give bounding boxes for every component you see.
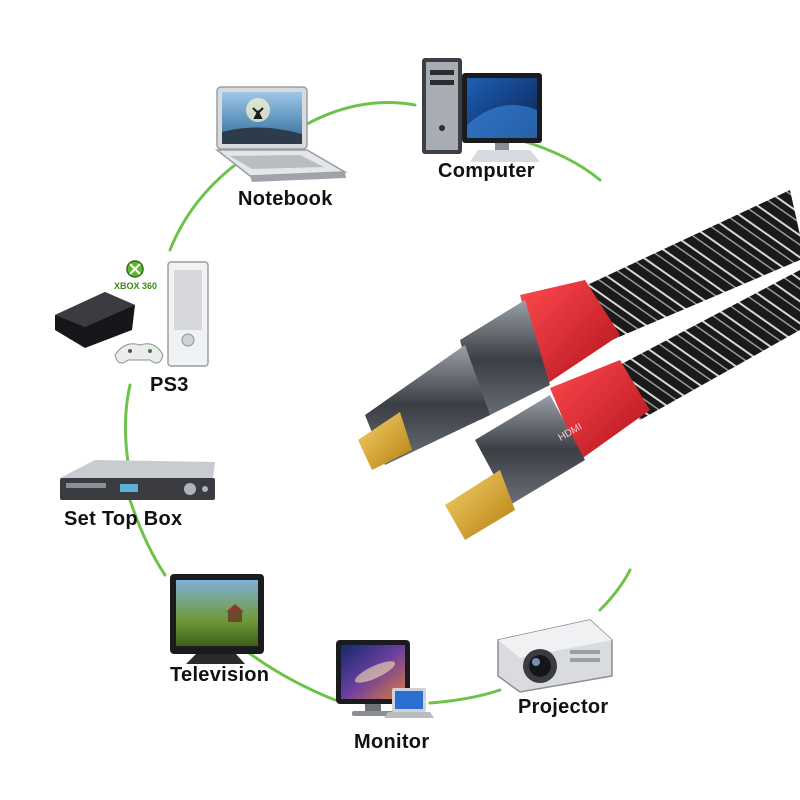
label-monitor: Monitor: [354, 731, 430, 753]
label-computer: Computer: [438, 160, 535, 182]
xbox-logo: XBOX 360: [114, 281, 158, 291]
laptop-icon: [214, 86, 348, 182]
connection-ring: [123, 101, 632, 705]
projector-icon: [497, 619, 613, 693]
desktop-computer-icon: [422, 58, 542, 162]
hdmi-cable-icon: HDMI: [358, 190, 800, 540]
game-console-icon: [55, 260, 209, 367]
set-top-box-icon: [60, 460, 215, 500]
label-notebook: Notebook: [238, 188, 333, 210]
label-projector: Projector: [518, 696, 609, 718]
monitor-icon: [336, 640, 434, 718]
label-set-top-box: Set Top Box: [64, 508, 183, 530]
television-icon: [170, 574, 264, 664]
label-television: Television: [170, 664, 270, 686]
label-ps3: PS3: [150, 374, 189, 396]
